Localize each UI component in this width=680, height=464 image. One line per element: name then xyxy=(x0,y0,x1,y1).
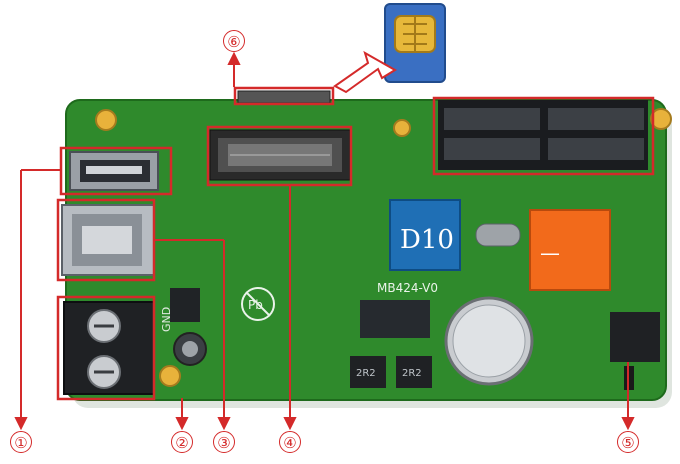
highlight-power xyxy=(56,295,156,401)
d10-label: D10 xyxy=(400,225,454,255)
mount-hole xyxy=(95,109,117,131)
highlight-sim-strip xyxy=(233,86,335,106)
callout-4: ④ xyxy=(279,431,301,453)
highlight-hub xyxy=(432,96,655,176)
sim-card xyxy=(384,3,446,83)
gnd-silk: GND xyxy=(160,307,173,332)
crystal xyxy=(475,223,521,247)
inductor-2r2 xyxy=(396,356,432,388)
callout-1: ① xyxy=(10,431,32,453)
highlight-sim-slot xyxy=(206,125,353,187)
svg-text:2R2: 2R2 xyxy=(402,368,422,379)
sim-strip xyxy=(237,90,331,104)
highlight-usb xyxy=(59,146,173,196)
mount-hole xyxy=(393,119,411,137)
inductor xyxy=(170,288,200,322)
svg-text:2R2: 2R2 xyxy=(356,368,376,379)
callout-6: ⑥ xyxy=(223,30,245,52)
callout-3: ③ xyxy=(213,431,235,453)
model-silk: MB424-V0 xyxy=(377,281,438,295)
mount-hole xyxy=(159,365,181,387)
svg-text:Pb: Pb xyxy=(248,298,263,312)
logo-chip xyxy=(529,209,611,291)
pb-logo xyxy=(241,287,275,321)
memory-chip xyxy=(360,300,430,338)
mount-hole xyxy=(650,108,672,130)
callout-2: ② xyxy=(171,431,193,453)
callout-5: ⑤ xyxy=(617,431,639,453)
inductor-2r2 xyxy=(350,356,386,388)
logo-chip-text: — xyxy=(540,241,560,265)
d10-chip xyxy=(389,199,461,271)
insert-arrow xyxy=(333,50,397,94)
header-pins xyxy=(610,312,660,362)
